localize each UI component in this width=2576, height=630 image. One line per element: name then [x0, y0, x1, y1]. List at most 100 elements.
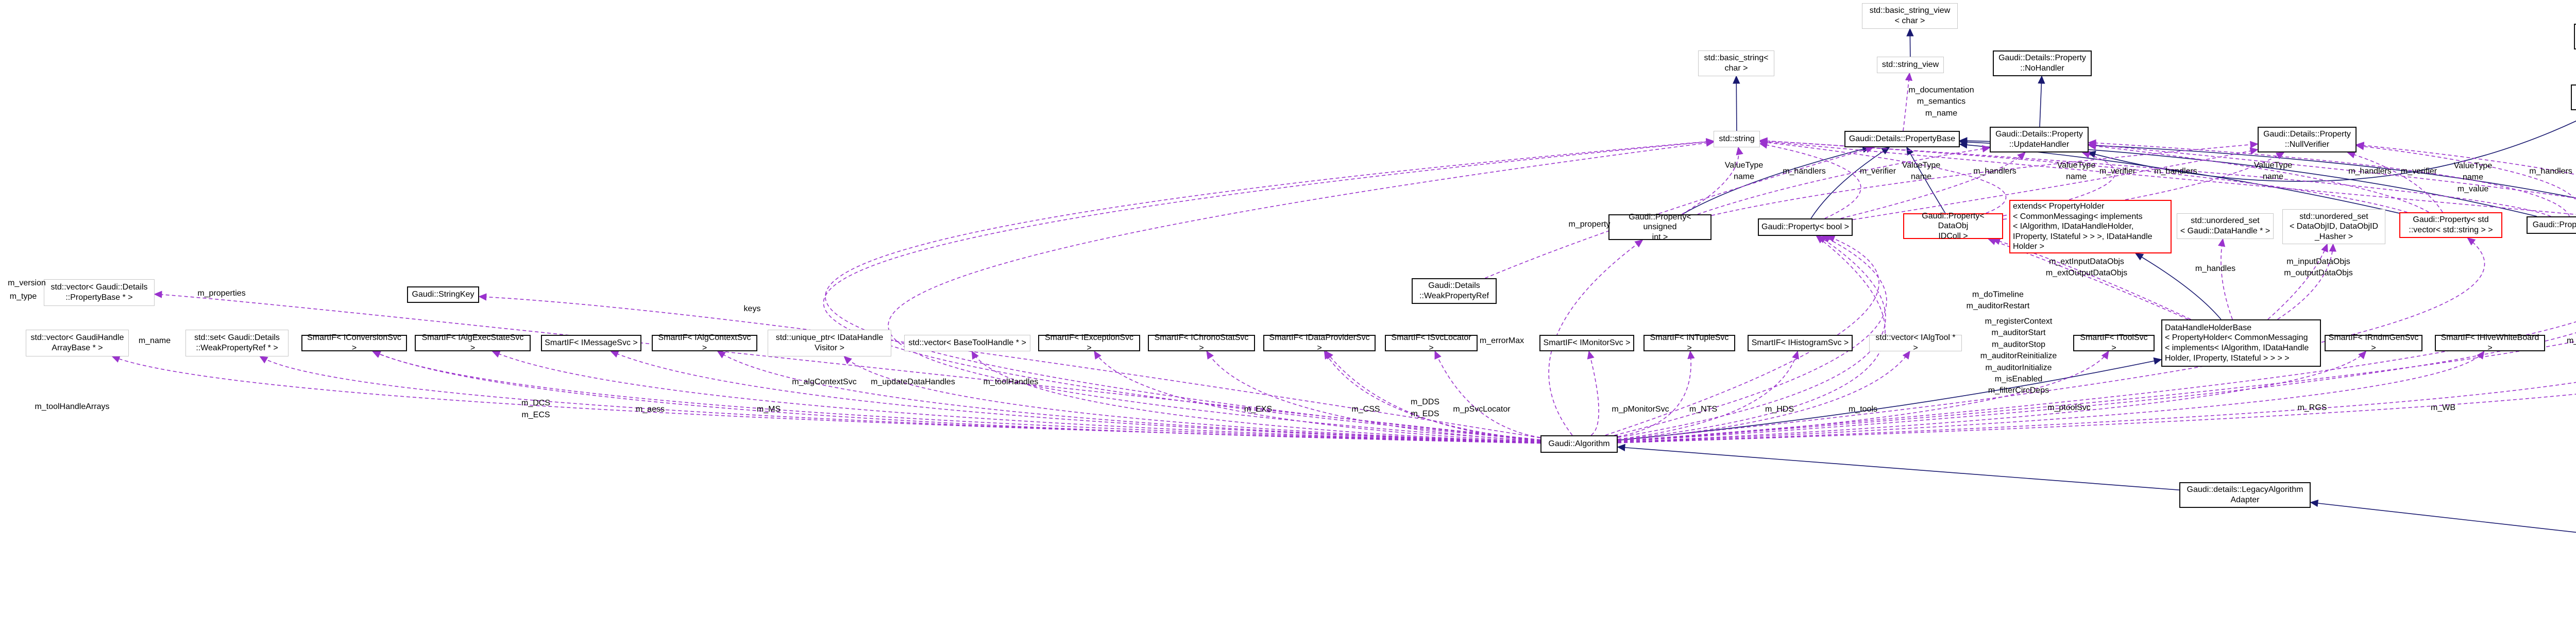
class-node-vec_pb[interactable]: std::vector< Gaudi::Details ::PropertyBa… [44, 279, 155, 306]
class-node-bsv[interactable]: std::basic_string_view < char > [1862, 3, 1958, 29]
edge-label: m_ECS [521, 410, 550, 419]
edge-label: ValueType name [2057, 161, 2096, 181]
usage-edge-dhhb-to-uset_doi [2267, 243, 2328, 320]
class-node-sif_chrono[interactable]: SmartIF< IChronoStatSvc > [1148, 333, 1255, 352]
usage-edge-p_bool-to-str [1759, 141, 1861, 219]
usage-edge-galg-to-sif_dps [1325, 350, 1541, 441]
edge-label: m_handles [2195, 264, 2236, 273]
class-node-updh[interactable]: Gaudi::Details::Property ::UpdateHandler [1990, 127, 2089, 152]
class-node-str[interactable]: std::string [1714, 131, 1760, 147]
edge-label: m_toolHandleArrays [35, 402, 110, 411]
class-node-sif_ntuple[interactable]: SmartIF< INTupleSvc > [1643, 333, 1735, 352]
usage-edge-galg-to-sif_hive [1617, 350, 2485, 443]
class-node-legacy[interactable]: Gaudi::details::LegacyAlgorithm Adapter [2179, 482, 2311, 508]
class-node-nohandler[interactable]: Gaudi::Details::Property ::NoHandler [1993, 50, 2092, 76]
class-node-wpr[interactable]: Gaudi::Details ::WeakPropertyRef [1412, 278, 1497, 304]
usage-edge-p_int-to-str [1759, 137, 2551, 217]
usage-edge-p_uns-to-str [1682, 146, 1743, 215]
class-node-extends[interactable]: extends< PropertyHolder < CommonMessagin… [2009, 200, 2172, 253]
class-node-sif_aess[interactable]: SmartIF< IAlgExecStateSvc > [415, 333, 531, 352]
edge-label: ValueType name [1724, 161, 1764, 181]
edge-label: m_algContextSvc [792, 377, 857, 386]
usage-edge-pbase-to-sv [1903, 72, 1913, 131]
edge-label: m_DCS [521, 398, 551, 407]
class-node-set_wpr[interactable]: std::set< Gaudi::Details ::WeakPropertyR… [185, 330, 289, 356]
class-node-sv[interactable]: std::string_view [1877, 57, 1944, 73]
edge-label: m_handlers [1973, 166, 2016, 176]
edge-label: m_verifier [2099, 166, 2136, 176]
class-node-sif_exc[interactable]: SmartIF< IExceptionSvc > [1038, 333, 1140, 352]
edge-label: m_MS [756, 404, 781, 414]
class-node-sif_dps[interactable]: SmartIF< IDataProviderSvc > [1263, 333, 1376, 352]
inheritance-edge-updh-to-nohandler [2038, 75, 2045, 127]
class-node-p_dataobjid[interactable]: Gaudi::Property< DataObj IDColl > [1903, 212, 2003, 241]
class-node-nullv[interactable]: Gaudi::Details::Property ::NullVerifier [2258, 127, 2357, 152]
usage-edge-galg-to-p_str [1617, 341, 2576, 442]
edge-label: ValueType name [2253, 161, 2293, 181]
usage-edge-p_int-to-updh [2088, 139, 2570, 217]
class-node-sif_toolsvc[interactable]: SmartIF< IToolSvc > [2073, 333, 2155, 352]
usage-edge-galg-to-sif_conv [371, 351, 1541, 444]
class-node-sif_histo[interactable]: SmartIF< IHistogramSvc > [1748, 335, 1853, 351]
usage-edge-galg-to-sif_conv [372, 351, 1541, 444]
edge-label: m_EDS [1411, 409, 1439, 418]
class-node-sif_algctx[interactable]: SmartIF< IAlgContextSvc > [652, 333, 757, 352]
edge-label: m_documentation m_semantics m_name [1908, 86, 1974, 118]
class-node-rupdh[interactable]: Gaudi::Details::Property ::ReadUpdateHan… [2571, 84, 2576, 110]
usage-edge-p_bool-to-nullv [1852, 147, 2259, 220]
class-node-sif_mon[interactable]: SmartIF< IMonitorSvc > [1539, 335, 1634, 351]
class-node-uset_dh[interactable]: std::unordered_set < Gaudi::DataHandle *… [2177, 213, 2274, 239]
usage-edge-dhhb-to-p_dataobjid [1988, 238, 2189, 320]
class-node-stringkey[interactable]: Gaudi::StringKey [407, 286, 479, 303]
class-node-pbase[interactable]: Gaudi::Details::PropertyBase [1844, 131, 1960, 147]
class-node-uptr_dhv[interactable]: std::unique_ptr< IDataHandle Visitor > [768, 330, 891, 356]
edge-label: m_property [1568, 219, 1611, 229]
class-node-p_bool[interactable]: Gaudi::Property< bool > [1758, 218, 1853, 236]
usage-edge-p_vecstr-to-nullv [2347, 151, 2443, 213]
class-node-sif_hive[interactable]: SmartIF< IHiveWhiteBoard > [2435, 333, 2545, 352]
edge-label: m_neededResources [2566, 336, 2576, 345]
class-node-p_uns[interactable]: Gaudi::Property< unsigned int > [1608, 213, 1711, 242]
edge-label: m_HDS [1765, 404, 1794, 414]
usage-edge-dhhb-to-uset_doi [2277, 243, 2337, 320]
edge-label: m_ptoolSvc [2047, 403, 2091, 412]
edge-label: m_updateDataHandles [871, 377, 955, 386]
edge-label: m_WB [2431, 403, 2455, 412]
class-node-sif_msg[interactable]: SmartIF< IMessageSvc > [541, 335, 641, 351]
class-node-uset_doi[interactable]: std::unordered_set < DataObjID, DataObjI… [2282, 209, 2385, 244]
edge-label: ValueType name m_value [2453, 161, 2493, 194]
class-node-dhhb[interactable]: DataHandleHolderBase < PropertyHolder< C… [2161, 319, 2321, 367]
class-node-p_int[interactable]: Gaudi::Property< int > [2527, 216, 2576, 234]
usage-edge-galg-to-vec_bth [971, 350, 1541, 443]
usage-edge-p_str-to-updh [2088, 141, 2576, 199]
edge-label: m_toolHandles [983, 377, 1039, 386]
class-node-galg[interactable]: Gaudi::Algorithm [1540, 435, 1618, 453]
usage-edge-dhhb-to-uset_dh [2217, 238, 2233, 320]
edge-label: m_handlers [1783, 166, 1826, 176]
usage-edge-p_uns-to-nullv [1711, 141, 2259, 216]
class-node-sif_svcloc[interactable]: SmartIF< ISvcLocator > [1385, 333, 1478, 352]
class-node-p_vecstr[interactable]: Gaudi::Property< std ::vector< std::stri… [2399, 212, 2502, 238]
usage-edge-p_dataobjid-to-updh [2003, 151, 2116, 216]
edge-label: m_handlers [2529, 166, 2572, 176]
edge-label: m_RGS [2297, 403, 2327, 412]
class-node-vec_algtool[interactable]: std::vector< IAlgTool * > [1869, 333, 1962, 352]
usage-edge-galg-to-str [825, 138, 1715, 441]
edge-label: m_pMonitorSvc [1612, 404, 1669, 414]
class-node-sif_rndm[interactable]: SmartIF< IRndmGenSvc > [2325, 333, 2422, 352]
usage-edge-galg-to-sif_toolsvc [1617, 350, 2109, 442]
usage-edge-galg-to-sif_aess [492, 350, 1541, 444]
class-node-bs[interactable]: std::basic_string< char > [1698, 50, 1774, 76]
edge-label: m_registerContext m_auditorStart m_audit… [1980, 317, 2057, 395]
class-node-vec_bth[interactable]: std::vector< BaseToolHandle * > [904, 335, 1030, 351]
inheritance-edge-rupdh-to-updh [2087, 120, 2576, 182]
usage-edge-galg-to-sif_exc [1094, 350, 1541, 442]
edge-label: keys [743, 304, 761, 313]
usage-edge-galg-to-sif_rndm [1617, 350, 2367, 443]
class-node-sif_conv[interactable]: SmartIF< IConversionSvc > [301, 333, 407, 352]
class-node-readh[interactable]: Gaudi::Details::Property ::ReadHandler [2574, 24, 2576, 49]
class-node-vec_ghab[interactable]: std::vector< GaudiHandle ArrayBase * > [26, 330, 129, 356]
edge-label: ValueType name [1902, 161, 1941, 181]
edge-label: m_verifier [1859, 166, 1896, 176]
